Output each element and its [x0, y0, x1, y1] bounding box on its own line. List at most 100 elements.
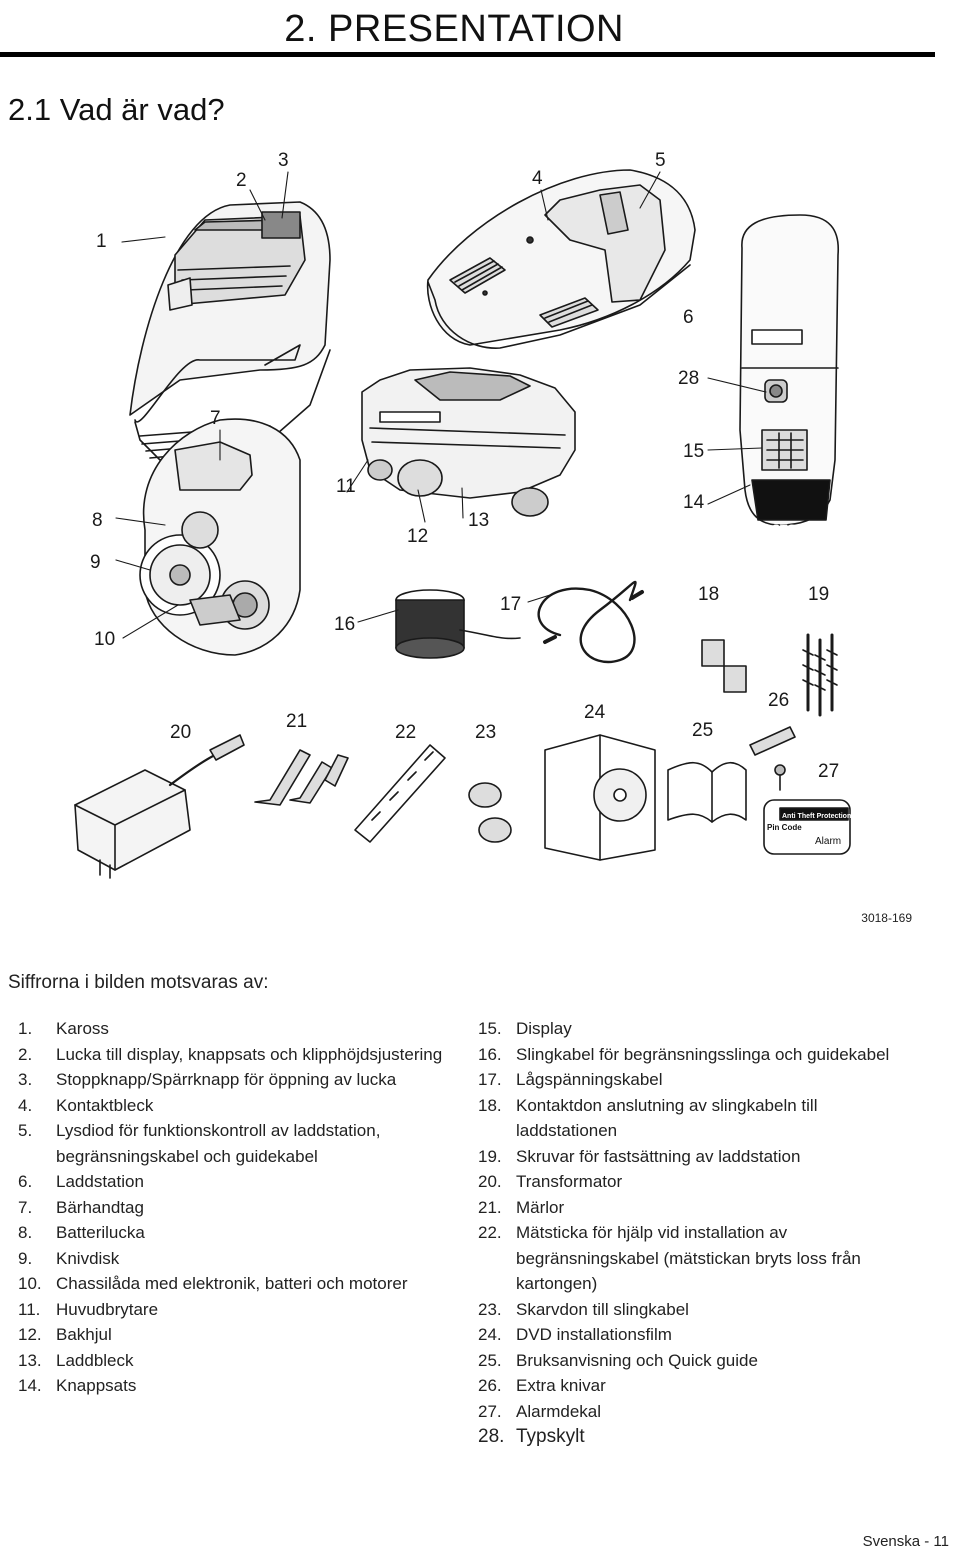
- legend-num: 18.: [478, 1095, 502, 1115]
- legend-caption: Siffrorna i bilden motsvaras av:: [8, 972, 269, 993]
- callout-14: 14: [683, 492, 705, 513]
- keypad-panel: STOP: [739, 214, 840, 536]
- legend-item: 24.DVD installationsfilm: [478, 1322, 918, 1348]
- legend-num: 16.: [478, 1044, 502, 1064]
- decal-alarm-text: Alarm: [815, 836, 841, 847]
- callout-22: 22: [395, 722, 416, 743]
- legend-num: 7.: [18, 1197, 33, 1217]
- spare-blades: [749, 726, 796, 791]
- legend-text: Bärhandtag: [56, 1197, 144, 1217]
- callout-16: 16: [334, 614, 355, 635]
- callout-25: 25: [692, 720, 713, 741]
- legend-text: Extra knivar: [516, 1376, 606, 1395]
- legend-text: Slingkabel för begränsningsslinga och gu…: [516, 1044, 890, 1064]
- callout-9: 9: [90, 552, 101, 573]
- callout-28: 28: [678, 368, 699, 389]
- legend-num: 5.: [18, 1121, 33, 1140]
- low-voltage-cable: [537, 580, 644, 664]
- legend-num: 25.: [478, 1350, 502, 1370]
- legend-text: Laddstation: [56, 1172, 144, 1191]
- callout-15: 15: [683, 441, 704, 462]
- legend-num: 26.: [478, 1376, 502, 1395]
- legend-item: 8. Batterilucka: [18, 1220, 448, 1246]
- legend-num: 12.: [18, 1325, 42, 1344]
- legend-num: 15.: [478, 1019, 502, 1038]
- legend-num: 19.: [478, 1146, 502, 1166]
- callout-3: 3: [278, 150, 289, 171]
- legend-item: 2.Lucka till display, knappsats och klip…: [18, 1042, 448, 1068]
- station-screws: [802, 633, 838, 717]
- callout-26: 26: [768, 690, 789, 711]
- wire-pegs: [254, 749, 349, 806]
- callout-13: 13: [468, 510, 489, 531]
- legend-text: Skarvdon till slingkabel: [516, 1299, 689, 1319]
- callout-numbers: 1 2 3 4 5 6 7 8 9 10 11 12 13 14 15 16 1…: [90, 150, 839, 782]
- legend-text: Kontaktbleck: [56, 1095, 154, 1115]
- legend-text: Bakhjul: [56, 1325, 112, 1344]
- legend-num: 22.: [478, 1223, 502, 1242]
- callout-7: 7: [210, 408, 221, 429]
- legend-item: 26. Extra knivar: [478, 1373, 918, 1399]
- legend-num: 23.: [478, 1299, 502, 1319]
- wire-connectors: [701, 639, 747, 693]
- operator-manual: [667, 761, 747, 823]
- legend-item: 13.Laddbleck: [18, 1348, 448, 1374]
- legend-text: Typskylt: [516, 1426, 585, 1447]
- legend-text: Huvudbrytare: [56, 1299, 159, 1319]
- callout-4: 4: [532, 168, 543, 189]
- legend-text: Lågspänningskabel: [516, 1070, 663, 1089]
- legend-item: 20.Transformator: [478, 1169, 918, 1195]
- callout-12: 12: [407, 526, 428, 547]
- legend-item: 9. Knivdisk: [18, 1246, 448, 1272]
- figure-code: 3018-169: [861, 911, 912, 925]
- callout-20: 20: [170, 722, 191, 743]
- legend-text: Display: [516, 1019, 572, 1038]
- legend-num: 4.: [18, 1095, 33, 1115]
- legend-item: 1. Kaross: [18, 1016, 448, 1042]
- legend-item: 22. Mätsticka för hjälp vid installation …: [478, 1220, 918, 1297]
- legend-item: 14.Knappsats: [18, 1373, 448, 1399]
- legend-left-column: 1. Kaross 2.Lucka till display, knappsats…: [18, 1016, 448, 1399]
- parts-illustration: STOP: [0, 130, 960, 940]
- section-title: 2.1 Vad är vad?: [8, 92, 225, 127]
- chapter-title: 2. PRESENTATION: [284, 8, 624, 50]
- legend-text: Laddbleck: [56, 1350, 134, 1370]
- callout-23: 23: [475, 722, 496, 743]
- legend-item: 19. Skruvar för fastsättning av laddstati…: [478, 1144, 918, 1170]
- legend-text: Lucka till display, knappsats och klipph…: [56, 1044, 443, 1064]
- legend-num: 8.: [18, 1223, 33, 1242]
- callout-27: 27: [818, 761, 839, 782]
- callout-18: 18: [698, 584, 719, 605]
- legend-num: 14.: [18, 1376, 42, 1395]
- callout-11: 11: [336, 476, 356, 497]
- legend-item: 6.Laddstation: [18, 1169, 448, 1195]
- legend-num: 20.: [478, 1172, 502, 1191]
- mower-rear-view: [361, 367, 576, 517]
- callout-21: 21: [286, 711, 307, 732]
- legend-text: Chassilåda med elektronik, batteri och m…: [56, 1274, 408, 1293]
- legend-num: 28.: [478, 1426, 505, 1447]
- legend-text: Batterilucka: [56, 1223, 145, 1242]
- legend-num: 1.: [18, 1019, 33, 1038]
- callout-8: 8: [92, 510, 103, 531]
- legend-item: 11.Huvudbrytare: [18, 1297, 448, 1323]
- legend-text: Skruvar för fastsättning av laddstation: [516, 1146, 801, 1166]
- legend-item: 10.Chassilåda med elektronik, batteri oc…: [18, 1271, 448, 1297]
- alarm-decal: Anti Theft Protection Pin Code Alarm: [763, 799, 851, 855]
- decal-pin-code-text: Pin Code: [767, 823, 802, 832]
- legend-item: 18. Kontaktdon anslutning av slingkabeln …: [478, 1093, 918, 1144]
- callout-10: 10: [94, 629, 115, 650]
- loop-wire-spool: [395, 589, 521, 659]
- legend-num: 9.: [18, 1248, 33, 1268]
- legend-item: 28. Typskylt: [478, 1424, 918, 1450]
- legend-num: 17.: [478, 1070, 502, 1089]
- callout-leader-lines: [115, 171, 767, 639]
- callout-2: 2: [236, 170, 247, 191]
- legend-text: Knivdisk: [56, 1248, 120, 1268]
- legend-text: Kaross: [56, 1019, 109, 1038]
- legend-item: 3.Stoppknapp/Spärrknapp för öppning av l…: [18, 1067, 448, 1093]
- legend-text: Mätsticka för hjälp vid installation av …: [516, 1223, 861, 1293]
- legend-num: 3.: [18, 1070, 33, 1089]
- legend-text: Kontaktdon anslutning av slingkabeln til…: [516, 1095, 818, 1141]
- callout-17: 17: [500, 594, 521, 615]
